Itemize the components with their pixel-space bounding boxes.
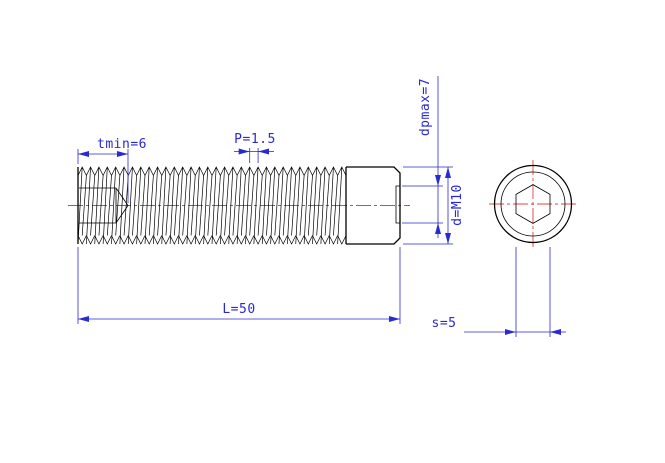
- end-view: [493, 164, 573, 244]
- thread-root-circle: [500, 171, 566, 237]
- dpmax-extension-lines: [402, 185, 443, 224]
- outer-diameter-circle: [493, 164, 573, 244]
- cup-point-recess: [395, 185, 400, 224]
- label-pitch: P=1.5: [234, 132, 276, 147]
- dimension-tmin: tmin=6: [77, 137, 147, 203]
- dimension-socket-width: s=5: [432, 247, 566, 337]
- label-dpmax: dpmax=7: [418, 78, 433, 136]
- label-socket-width: s=5: [432, 316, 457, 331]
- hex-socket-profile: [79, 187, 129, 224]
- length-extension-lines: [77, 247, 401, 324]
- dimension-pitch: P=1.5: [234, 132, 276, 163]
- dimensions: tmin=6 P=1.5 dpmax=7 d=M10: [77, 76, 566, 337]
- hex-socket-outline: [515, 184, 551, 224]
- label-tmin: tmin=6: [97, 137, 147, 152]
- dimension-length: L=50: [77, 247, 401, 324]
- thread-profile: [77, 166, 347, 245]
- diameter-extension-lines: [403, 166, 453, 245]
- dimension-dpmax: dpmax=7: [402, 76, 443, 238]
- label-thread-diameter: d=M10: [450, 184, 465, 226]
- socket-width-extension-lines: [515, 247, 551, 337]
- dimension-thread-diameter: d=M10: [403, 166, 465, 245]
- pitch-extension-lines: [249, 148, 259, 163]
- screw-body-outline: [77, 166, 401, 245]
- label-length: L=50: [222, 302, 255, 317]
- side-view: [77, 166, 401, 245]
